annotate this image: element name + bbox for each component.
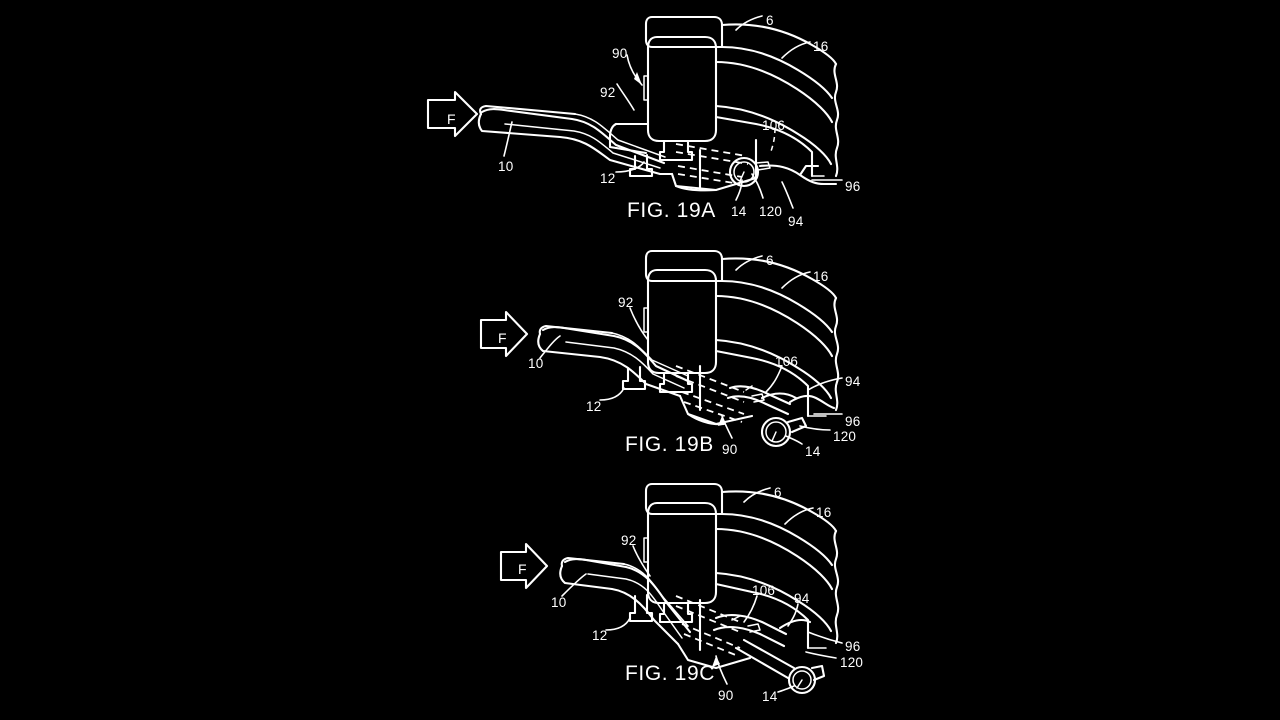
callout-19b-90: 90 [722,442,738,457]
callout-19a-92: 92 [600,85,616,100]
callout-19a-94: 94 [788,214,804,229]
callout-19c-94: 94 [794,591,810,606]
figure-caption-19b: FIG. 19B [625,433,714,456]
callout-19a-120: 120 [759,204,783,219]
force-arrow-label-19c: F [518,561,527,577]
callout-19c-16: 16 [816,505,832,520]
callout-19c-92: 92 [621,533,637,548]
callout-19c-10: 10 [551,595,567,610]
callout-19a-96: 96 [845,179,861,194]
callout-19a-90: 90 [612,46,628,61]
callout-19b-6: 6 [766,253,774,268]
callout-19b-12: 12 [586,399,602,414]
callout-19b-10: 10 [528,356,544,371]
callout-19b-106: 106 [775,354,799,369]
callout-19b-120: 120 [833,429,857,444]
figure-caption-19c: FIG. 19C [625,662,715,685]
callout-19c-14: 14 [762,689,778,704]
callout-19c-12: 12 [592,628,608,643]
callout-19b-14: 14 [805,444,821,459]
figure-caption-19a: FIG. 19A [627,199,716,222]
callout-19b-96: 96 [845,414,861,429]
fig19c-group [499,482,843,695]
callout-19a-106: 106 [762,118,786,133]
force-arrow-label-19b: F [498,330,507,346]
callout-19a-6: 6 [766,13,774,28]
callout-19a-14: 14 [731,204,747,219]
force-arrow-label-19a: F [447,111,456,127]
callout-19c-90: 90 [718,688,734,703]
callout-19b-16: 16 [813,269,829,284]
callout-19c-106: 106 [752,583,776,598]
callout-19c-120: 120 [840,655,864,670]
fig19b-group [479,249,843,448]
callout-19c-6: 6 [774,485,782,500]
callout-19a-16: 16 [813,39,829,54]
callout-19b-92: 92 [618,295,634,310]
fig19a-group [426,15,843,209]
callout-19c-96: 96 [845,639,861,654]
callout-19a-12: 12 [600,171,616,186]
callout-19b-94: 94 [845,374,861,389]
callout-19a-10: 10 [498,159,514,174]
